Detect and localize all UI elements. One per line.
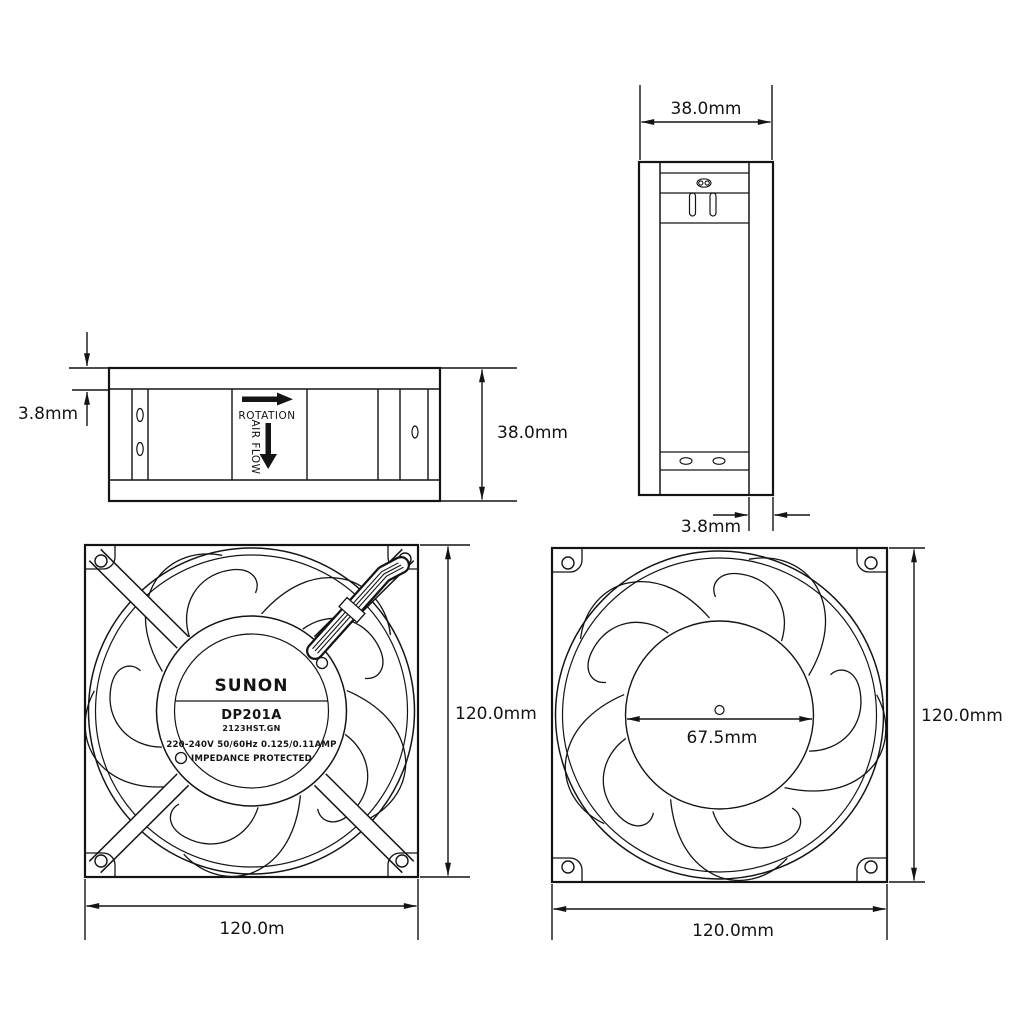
front-width-dim-label: 120.0mm <box>692 921 774 941</box>
front-width-dimension <box>551 884 888 940</box>
hub-protection: IMPEDANCE PROTECTED <box>191 754 312 764</box>
hub-electrical: 220-240V 50/60Hz 0.125/0.11AMP <box>166 740 336 750</box>
profile-width-dimension <box>639 85 773 160</box>
hub-diameter-dim-label: 67.5mm <box>687 728 758 748</box>
rear-width-dimension <box>84 879 419 940</box>
shaft-center <box>714 704 725 716</box>
airflow-arrow-icon <box>259 423 277 469</box>
profile-view: 38.0mm 3. <box>637 85 810 537</box>
side-view: ROTATION AIR FLOW 3.8mm 38.0mm <box>18 332 568 503</box>
hub-model: DP201A <box>221 708 282 723</box>
side-view-dividers <box>131 389 429 480</box>
side-flange-dim-label: 3.8mm <box>18 404 78 424</box>
profile-screw-head <box>696 178 712 188</box>
profile-internal-lines <box>660 172 749 471</box>
hub-part-number: 2123HST.GN <box>222 724 280 733</box>
screw-hole <box>561 556 575 570</box>
front-height-dim-label: 120.0mm <box>921 706 1003 726</box>
front-fan-blades <box>564 557 887 882</box>
screw-hole <box>94 554 108 568</box>
airflow-label: AIR FLOW <box>249 419 261 474</box>
power-cord <box>306 556 410 660</box>
front-corner-pads <box>552 548 887 882</box>
side-flange-dimension <box>69 332 108 426</box>
screw-hole <box>561 860 575 874</box>
profile-width-dim-label: 38.0mm <box>671 99 742 119</box>
rear-fan-blades <box>84 553 407 878</box>
hub-brand: SUNON <box>215 676 289 696</box>
screw-hole <box>94 854 108 868</box>
front-view: 67.5mm 120.0mm 120.0mm <box>550 546 1003 941</box>
profile-flange-dimension <box>713 497 810 531</box>
screw-hole <box>864 860 878 874</box>
screw-hole <box>395 854 409 868</box>
rear-height-dimension <box>420 544 470 878</box>
side-height-dimension <box>425 367 517 502</box>
profile-bottom-slots <box>679 457 726 465</box>
profile-flange-dim-label: 3.8mm <box>681 517 741 537</box>
rotation-label: ROTATION <box>238 410 295 422</box>
rotation-arrow-icon <box>242 392 293 406</box>
side-view-mount-slots <box>136 407 419 457</box>
rear-hub: SUNON DP201A 2123HST.GN 220-240V 50/60Hz… <box>155 615 348 807</box>
front-height-dimension <box>889 547 925 883</box>
rear-height-dim-label: 120.0mm <box>455 704 537 724</box>
side-height-dim-label: 38.0mm <box>497 423 568 443</box>
rear-view: SUNON DP201A 2123HST.GN 220-240V 50/60Hz… <box>83 543 537 940</box>
profile-terminal-slots <box>688 192 717 217</box>
rear-width-dim-label: 120.0m <box>219 919 284 939</box>
front-hub <box>624 620 815 810</box>
screw-hole <box>864 556 878 570</box>
